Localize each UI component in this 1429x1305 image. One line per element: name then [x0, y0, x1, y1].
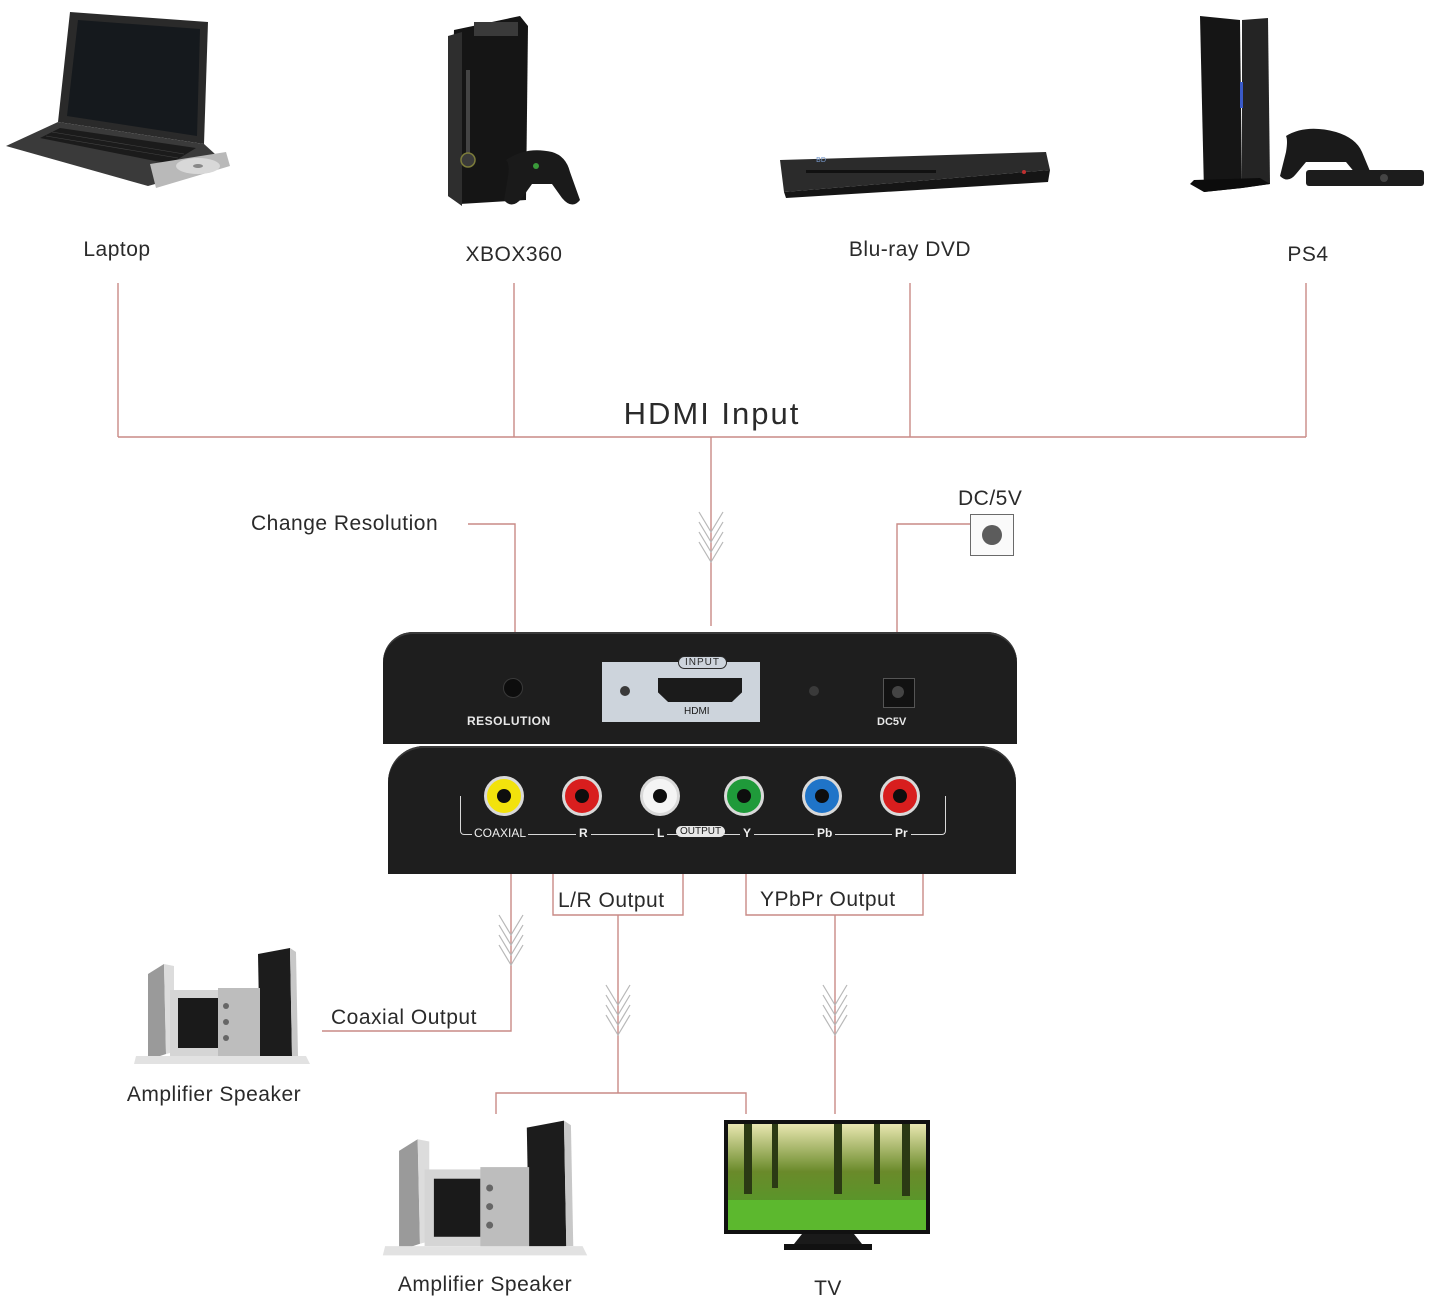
device-label-ps4: PS4 — [1287, 243, 1329, 266]
power-socket-icon — [970, 514, 1014, 556]
coaxial-output-label: Coaxial Output — [331, 1006, 477, 1029]
change-resolution-label: Change Resolution — [251, 512, 439, 535]
device-top-panel: RESOLUTION INPUT HDMI DC5V — [383, 632, 1017, 744]
lr-arrow — [605, 984, 631, 1037]
ps4-icon — [1190, 16, 1424, 192]
amp-speaker-2-label: Amplifier Speaker — [397, 1273, 573, 1296]
input-badge: INPUT — [678, 656, 727, 669]
hdmi-port-icon[interactable] — [658, 678, 742, 702]
rca-port-l[interactable] — [640, 776, 680, 816]
dc-panel-label: DC5V — [877, 716, 907, 728]
device-label-laptop: Laptop — [83, 238, 151, 261]
hdmi-input-arrow — [698, 511, 724, 564]
svg-text:BD: BD — [816, 156, 826, 164]
device-bottom-panel: COAXIAL R L OUTPUT Y Pb Pr — [388, 746, 1016, 874]
bluray-player-icon: BD — [780, 152, 1050, 198]
output-badge: OUTPUT — [676, 826, 726, 837]
port-label-r: R — [576, 826, 591, 840]
tv-label: TV — [814, 1277, 842, 1300]
lr-output-label: L/R Output — [558, 889, 665, 912]
resolution-panel-label: RESOLUTION — [467, 714, 551, 728]
lr-split — [495, 1092, 747, 1114]
device-label-xbox360: XBOX360 — [465, 243, 563, 266]
rca-port-y[interactable] — [724, 776, 764, 816]
xbox360-icon — [448, 16, 580, 206]
port-label-coaxial: COAXIAL — [472, 826, 529, 840]
power-connector — [896, 523, 970, 682]
status-led — [809, 686, 819, 696]
ypbpr-output-label: YPbPr Output — [760, 888, 896, 911]
ypbpr-arrow — [822, 984, 848, 1037]
amp-speaker-1-label: Amplifier Speaker — [126, 1083, 302, 1106]
port-label-l: L — [654, 826, 668, 840]
resolution-button[interactable] — [503, 678, 523, 698]
rca-port-coaxial[interactable] — [484, 776, 524, 816]
rca-port-r[interactable] — [562, 776, 602, 816]
hdmi-plate-label: HDMI — [684, 706, 710, 717]
rca-port-pb[interactable] — [802, 776, 842, 816]
laptop-icon — [6, 12, 230, 188]
power-label: DC/5V — [958, 487, 1023, 510]
port-label-pr: Pr — [892, 826, 911, 840]
hdmi-plate: INPUT HDMI — [602, 656, 760, 722]
amplifier-speaker-icon — [134, 948, 310, 1064]
dc-jack-icon[interactable] — [883, 678, 915, 708]
port-label-pb: Pb — [814, 826, 836, 840]
rca-port-pr[interactable] — [880, 776, 920, 816]
tv-icon — [724, 1120, 930, 1250]
coaxial-arrow — [498, 914, 524, 967]
port-label-y: Y — [740, 826, 755, 840]
hdmi-led — [620, 686, 630, 696]
device-label-bluray: Blu-ray DVD — [848, 238, 972, 261]
coaxial-connector — [322, 838, 512, 1032]
amplifier-speaker-icon — [382, 1120, 588, 1256]
hdmi-input-title: HDMI Input — [623, 396, 801, 431]
